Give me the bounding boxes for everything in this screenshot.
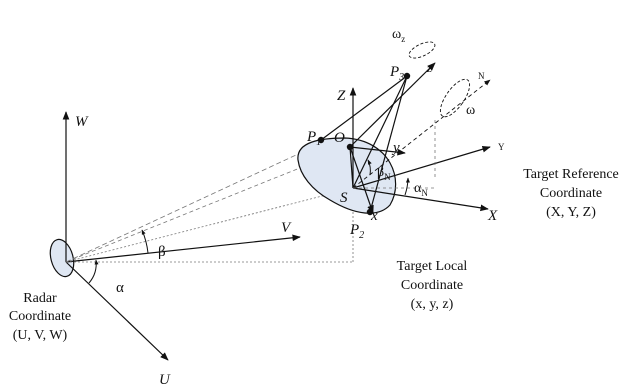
target-ref-caption-line1: Target Reference	[523, 167, 619, 182]
target-body	[297, 137, 397, 214]
local-axis-y	[349, 146, 406, 156]
label-omega-z: ωz	[392, 27, 405, 44]
target-ref-caption-line2: Coordinate	[540, 186, 602, 201]
label-v: V	[281, 220, 292, 236]
omega-z-rotation	[408, 41, 436, 59]
axis-n	[352, 79, 491, 189]
point-p3	[403, 72, 411, 80]
line-s-p3	[352, 75, 408, 189]
omega-rotation	[439, 78, 471, 118]
label-Z: Z	[337, 88, 346, 104]
beta-arc	[141, 229, 149, 254]
local-axis-x	[349, 146, 374, 214]
label-alpha-n: αN	[414, 181, 428, 198]
target-local-caption-line2: Coordinate	[401, 278, 463, 293]
radar-caption-line2: Coordinate	[9, 309, 71, 324]
label-p1: P1	[306, 129, 321, 148]
target-local-caption-line1: Target Local	[397, 259, 468, 274]
radar-dish	[49, 238, 75, 278]
label-beta-n: βN	[377, 165, 391, 182]
radar-axis-v	[65, 234, 301, 263]
target-local-caption-line3: (x, y, z)	[411, 297, 454, 312]
label-u: U	[159, 372, 171, 388]
label-z: z	[426, 60, 432, 75]
los-to-O	[65, 146, 353, 263]
target-ref-caption-line3: (X, Y, Z)	[546, 205, 596, 220]
label-O: O	[334, 130, 345, 146]
label-S: S	[340, 190, 348, 206]
point-p1	[317, 136, 325, 144]
label-x: x	[370, 208, 378, 224]
alpha-n-arc	[404, 177, 410, 196]
radar-axis-u	[65, 261, 169, 361]
line-p2-p3	[369, 75, 408, 213]
label-p3: P3	[389, 64, 404, 83]
label-Y-small: Y	[498, 142, 505, 152]
label-y: y	[391, 140, 400, 156]
label-alpha: α	[116, 280, 124, 296]
ref-axis-y	[352, 145, 491, 189]
label-beta: β	[158, 244, 166, 260]
point-o	[346, 143, 354, 151]
alpha-arc	[88, 259, 99, 284]
radar-caption-line1: Radar	[23, 291, 57, 306]
los-to-target	[65, 141, 325, 263]
los-to-ground	[65, 187, 354, 263]
label-omega: ω	[466, 103, 475, 118]
point-p2	[366, 208, 374, 216]
line-o-s	[349, 146, 354, 189]
beta-n-arc	[367, 159, 372, 176]
label-N: N	[478, 71, 485, 81]
line-p1-p3	[320, 75, 408, 141]
label-p2: P2	[349, 222, 364, 241]
label-X: X	[487, 208, 498, 224]
label-w: W	[75, 114, 89, 130]
radar-caption-line3: (U, V, W)	[13, 328, 68, 343]
